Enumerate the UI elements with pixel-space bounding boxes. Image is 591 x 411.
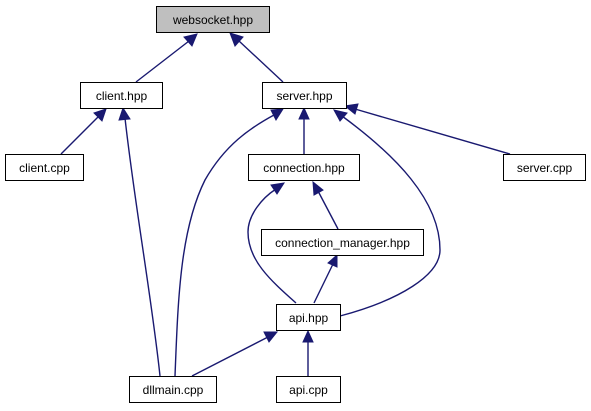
- node-server-cpp-box: [503, 154, 586, 181]
- arrowhead-websocket-from-server: [229, 32, 244, 47]
- node-api-cpp-box: [276, 376, 341, 403]
- node-client-cpp-label: client.cpp: [19, 161, 70, 175]
- node-client-cpp-box: [5, 154, 84, 181]
- node-api-hpp-box: [276, 304, 341, 331]
- edge-connection-manager-to-connection-hpp: [317, 190, 339, 230]
- node-server-cpp-label: server.cpp: [517, 161, 573, 175]
- edge-server-hpp-to-websocket-hpp: [238, 40, 284, 83]
- node-server-cpp[interactable]: server.cpp: [503, 154, 586, 181]
- arrowhead-server-hpp-from-server-cpp: [343, 103, 359, 115]
- node-server-hpp-box: [262, 82, 347, 109]
- node-connection-manager-hpp-box: [261, 229, 424, 256]
- edge-layer: [60, 32, 511, 377]
- node-layer: websocket.hpp client.hpp server.hpp clie…: [5, 6, 586, 403]
- edge-dllmain-cpp-to-server-hpp: [174, 114, 275, 377]
- node-client-cpp[interactable]: client.cpp: [5, 154, 84, 181]
- arrowhead-client-hpp-from-dllmain: [118, 106, 131, 121]
- edge-client-hpp-to-websocket-hpp: [135, 40, 190, 83]
- node-api-hpp[interactable]: api.hpp: [276, 304, 341, 331]
- arrowhead-server-hpp-from-api: [333, 109, 348, 122]
- arrowhead-manager-from-api: [327, 253, 338, 268]
- edge-server-cpp-to-server-hpp: [354, 108, 511, 155]
- node-websocket-hpp-box: [156, 6, 270, 33]
- node-dllmain-cpp-label: dllmain.cpp: [143, 383, 204, 397]
- arrowhead-websocket-from-client: [183, 33, 198, 47]
- node-websocket-hpp[interactable]: websocket.hpp: [156, 6, 270, 33]
- arrowhead-api-hpp-from-dllmain: [263, 331, 279, 343]
- node-dllmain-cpp-box: [129, 376, 217, 403]
- node-api-hpp-label: api.hpp: [289, 311, 329, 325]
- node-client-hpp-label: client.hpp: [96, 89, 148, 103]
- node-connection-manager-hpp-label: connection_manager.hpp: [275, 236, 410, 250]
- node-connection-manager-hpp[interactable]: connection_manager.hpp: [261, 229, 424, 256]
- edge-dllmain-cpp-to-api-hpp: [191, 336, 269, 377]
- arrowhead-client-hpp-from-client-cpp: [93, 108, 107, 122]
- arrowhead-server-hpp-from-connection: [298, 106, 310, 120]
- arrowhead-api-hpp-from-api-cpp: [302, 329, 314, 343]
- node-websocket-hpp-label: websocket.hpp: [172, 13, 253, 27]
- node-client-hpp[interactable]: client.hpp: [80, 82, 163, 109]
- node-server-hpp-label: server.hpp: [276, 89, 332, 103]
- node-dllmain-cpp[interactable]: dllmain.cpp: [129, 376, 217, 403]
- node-connection-hpp-label: connection.hpp: [263, 161, 345, 175]
- edge-api-hpp-to-server-hpp: [339, 115, 441, 317]
- node-connection-hpp-box: [248, 154, 360, 181]
- node-api-cpp-label: api.cpp: [289, 383, 328, 397]
- node-connection-hpp[interactable]: connection.hpp: [248, 154, 360, 181]
- edge-api-hpp-to-connection-manager: [313, 263, 334, 304]
- node-server-hpp[interactable]: server.hpp: [262, 82, 347, 109]
- arrowhead-connection-hpp-from-api: [270, 182, 286, 195]
- arrowhead-connection-hpp-from-manager: [312, 180, 324, 196]
- edge-client-cpp-to-client-hpp: [60, 115, 100, 155]
- node-client-hpp-box: [80, 82, 163, 109]
- node-api-cpp[interactable]: api.cpp: [276, 376, 341, 403]
- arrowhead-server-hpp-from-dllmain: [270, 108, 284, 122]
- edge-api-hpp-to-connection-hpp: [247, 188, 297, 304]
- edge-dllmain-cpp-to-client-hpp: [124, 117, 161, 377]
